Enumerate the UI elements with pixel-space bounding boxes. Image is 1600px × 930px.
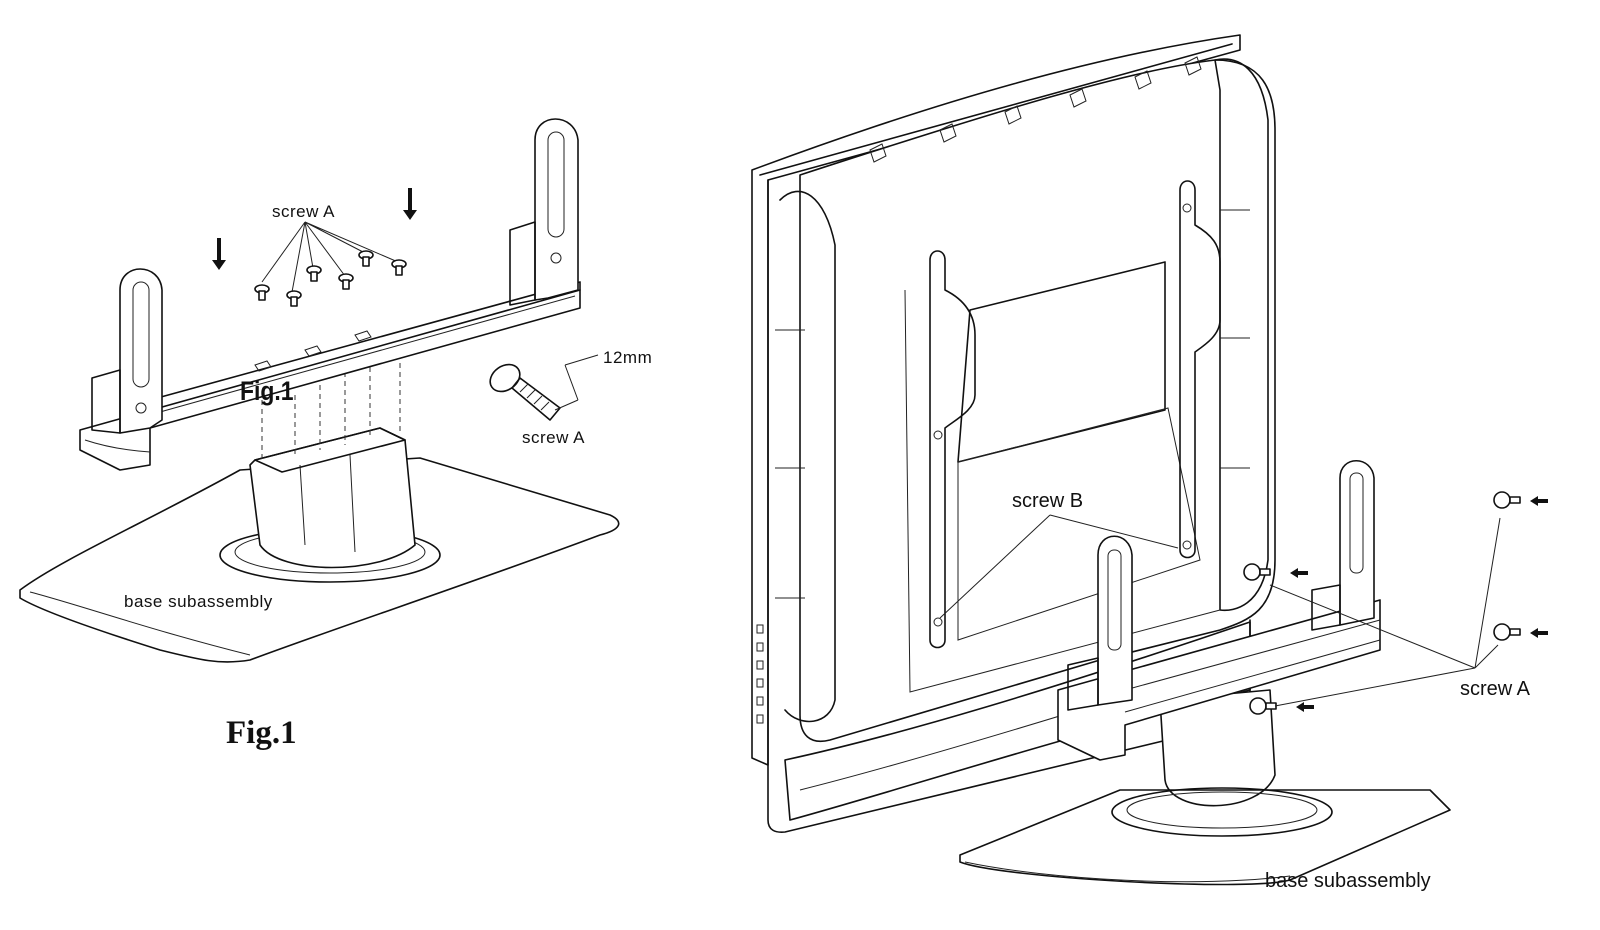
fig1-bracket-bar (79, 289, 581, 471)
fig2-screw-b-label: screw B (1012, 490, 1084, 512)
tv-handle-right (1179, 180, 1221, 559)
tv-top-vents (869, 56, 1202, 163)
tv-rear-panel (957, 261, 1166, 463)
fig1-dimension-label: 12mm (603, 348, 653, 367)
fig2-screw-a-label: screw A (1460, 678, 1531, 700)
fig2-insert-arrows (1290, 496, 1548, 712)
fig1-detail-screw-label: screw A (522, 428, 586, 447)
fig1-inner-label: Fig.1 (240, 376, 294, 406)
fig2-base-label: base subassembly (1265, 870, 1431, 892)
fig1-arrow-right (403, 188, 417, 220)
fig1-detail-screw (489, 354, 599, 421)
tv-bezel (751, 34, 1241, 766)
fig1-base-plate (19, 457, 620, 663)
fig2-left-upright (1097, 535, 1133, 706)
fig1-base-label: base subassembly (124, 592, 273, 611)
tv-handle-left (929, 250, 976, 649)
fig1-neck (249, 427, 416, 569)
fig1-left-upright (119, 268, 163, 434)
fig1-arrow-left (212, 238, 226, 270)
tv-back-cover (799, 59, 1276, 742)
fig2-bracket-bar (1057, 599, 1381, 761)
fig2-screws (1243, 491, 1521, 715)
stand-neck (1159, 689, 1276, 807)
fig1-screw-a-label: screw A (272, 202, 336, 221)
fig2-drawing (751, 34, 1548, 886)
fig1-caption: Fig.1 (226, 715, 297, 751)
fig1-screws (254, 250, 407, 307)
stand-base-plate (959, 789, 1451, 886)
fig1-right-upright (534, 118, 579, 301)
fig2-right-upright (1339, 460, 1375, 626)
fig1-drawing (19, 118, 620, 663)
